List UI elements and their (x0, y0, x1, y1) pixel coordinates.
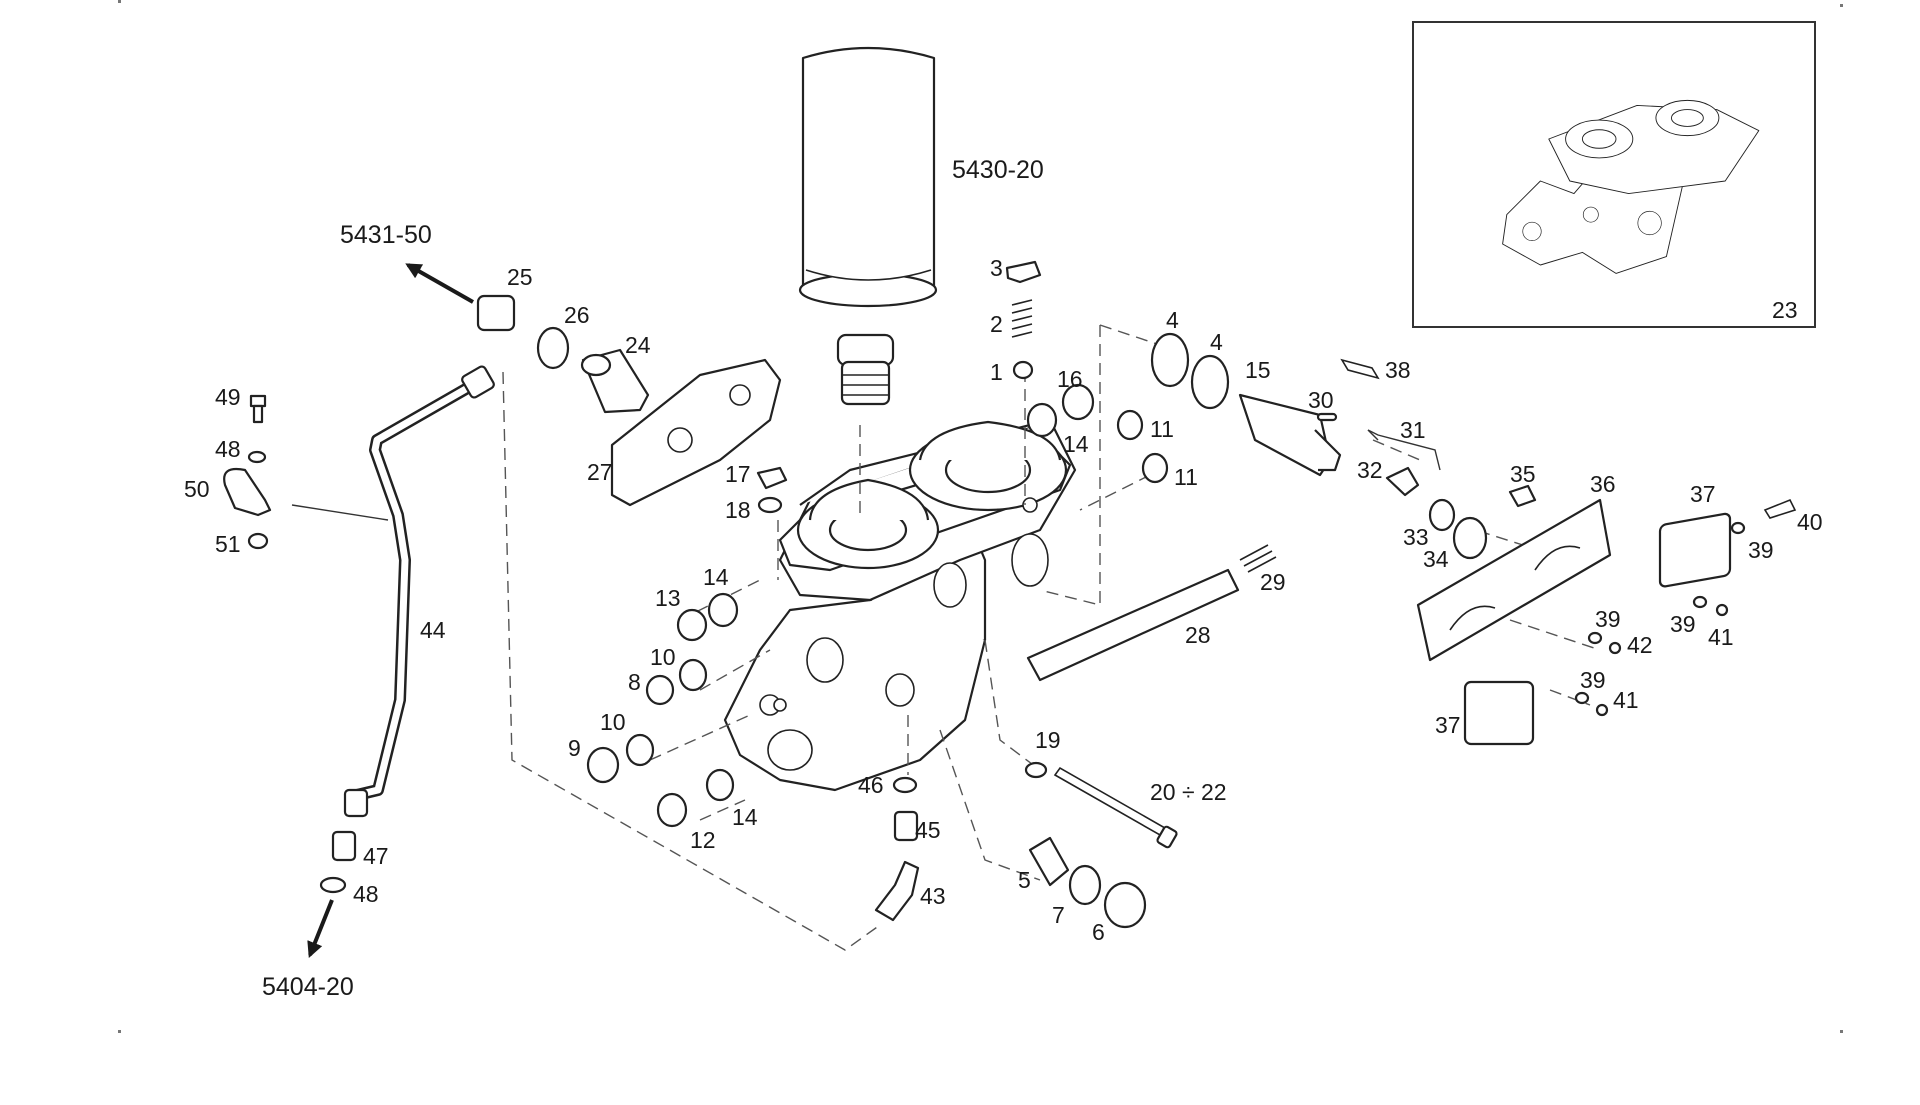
part-label: 26 (564, 302, 590, 328)
part-label: 10 (650, 644, 676, 670)
part-label: 14 (732, 804, 758, 830)
part-label: 44 (420, 617, 446, 643)
part-label: 20 ÷ 22 (1150, 779, 1227, 805)
part-label: 5 (1018, 867, 1031, 893)
part-label: 45 (915, 817, 941, 843)
part-label: 41 (1708, 624, 1734, 650)
part-label: 14 (1063, 431, 1089, 457)
part-label: 32 (1357, 457, 1383, 483)
part-label: 4 (1210, 329, 1223, 355)
part-label: 8 (628, 669, 641, 695)
part-label: 33 (1403, 524, 1429, 550)
part-label: 46 (858, 772, 884, 798)
part-label: 37 (1435, 712, 1461, 738)
inset-box: 23 (1412, 21, 1816, 328)
reference-top-left: 5431-50 (340, 221, 432, 249)
inset-part-number: 23 (1772, 297, 1798, 323)
part-label: 11 (1150, 416, 1174, 442)
main-housing (723, 418, 1077, 792)
crop-marks (118, 0, 1843, 1033)
part-label: 36 (1590, 471, 1616, 497)
part-label: 6 (1092, 919, 1105, 945)
part-label: 31 (1400, 417, 1426, 443)
part-label: 40 (1797, 509, 1823, 535)
part-label: 48 (215, 436, 241, 462)
part-label: 11 (1174, 464, 1198, 490)
part-label: 15 (1245, 357, 1271, 383)
part-label: 12 (690, 827, 716, 853)
small-parts (223, 260, 1797, 929)
part-label: 39 (1595, 606, 1621, 632)
part-label: 18 (725, 497, 751, 523)
part-label: 43 (920, 883, 946, 909)
part-label: 37 (1690, 481, 1716, 507)
part-label: 25 (507, 264, 533, 290)
part-label: 29 (1260, 569, 1286, 595)
part-label: 4 (1166, 307, 1179, 333)
part-label: 50 (184, 476, 210, 502)
part-label: 39 (1748, 537, 1774, 563)
inset-housing-thumbnail (1502, 99, 1760, 274)
part-label: 17 (725, 461, 751, 487)
part-label: 1 (990, 359, 1003, 385)
part-label: 13 (655, 585, 681, 611)
part-label: 24 (625, 332, 651, 358)
part-label: 39 (1580, 667, 1606, 693)
leader-lines (291, 429, 1441, 521)
part-label: 30 (1308, 387, 1334, 413)
part-label: 49 (215, 384, 241, 410)
filter-nipple (836, 333, 895, 406)
pipe-44 (343, 365, 495, 818)
part-label: 41 (1613, 687, 1639, 713)
reference-bottom-left: 5404-20 (262, 973, 354, 1001)
part-label: 14 (703, 564, 729, 590)
reference-filter: 5430-20 (952, 156, 1044, 184)
part-label: 9 (568, 735, 581, 761)
part-number-callouts: 49 48 50 51 44 47 48 25 26 24 27 3 2 1 1… (184, 255, 1823, 945)
part-label: 19 (1035, 727, 1061, 753)
part-label: 42 (1627, 632, 1653, 658)
part-label: 38 (1385, 357, 1411, 383)
part-label: 2 (990, 311, 1003, 337)
part-label: 35 (1510, 461, 1536, 487)
part-label: 47 (363, 843, 389, 869)
part-label: 10 (600, 709, 626, 735)
part-label: 3 (990, 255, 1003, 281)
part-label: 51 (215, 531, 241, 557)
part-label: 48 (353, 881, 379, 907)
part-label: 7 (1052, 902, 1065, 928)
reference-arrows (307, 263, 474, 958)
filter-cartridge (798, 46, 938, 308)
part-label: 27 (587, 459, 613, 485)
part-label: 16 (1057, 366, 1083, 392)
part-label: 28 (1185, 622, 1211, 648)
part-label: 39 (1670, 611, 1696, 637)
reference-labels: 5430-20 5431-50 5404-20 (262, 156, 1044, 1001)
part-label: 34 (1423, 546, 1449, 572)
